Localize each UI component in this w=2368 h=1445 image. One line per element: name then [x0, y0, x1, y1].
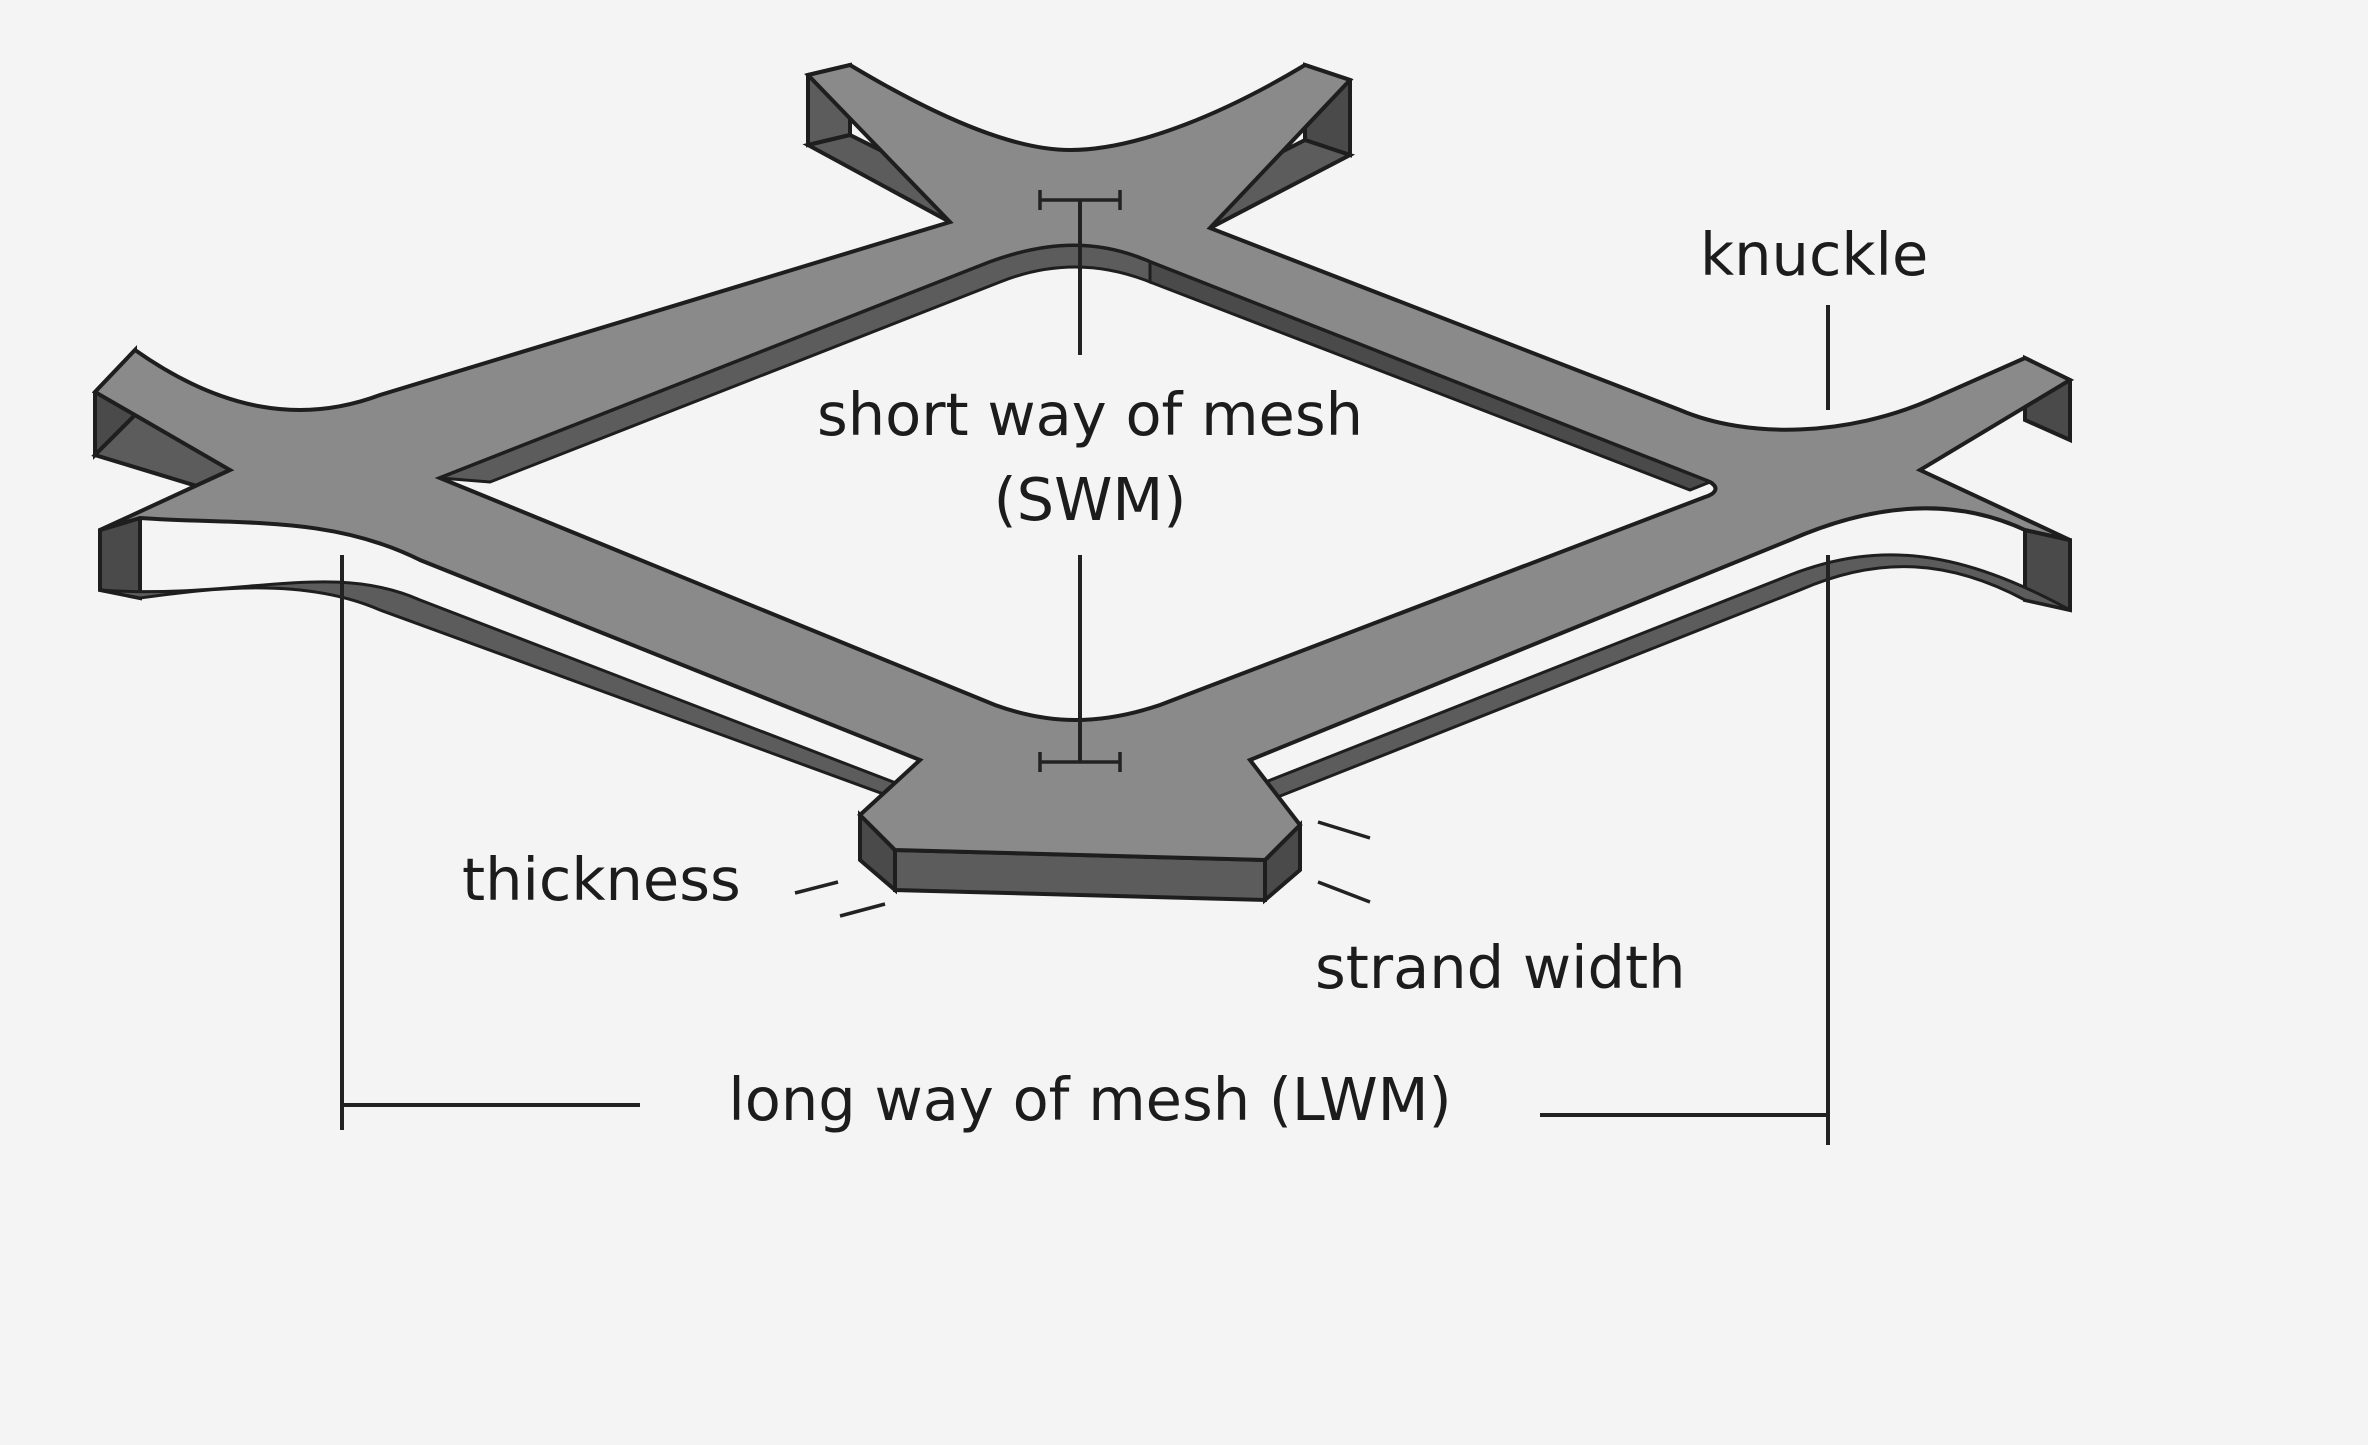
swm-label-line2: (SWM)	[994, 465, 1187, 534]
labels: knuckle short way of mesh (SWM) thicknes…	[462, 220, 1928, 1134]
strand-width-tick-lower	[1317, 880, 1371, 904]
strand-width-label: strand width	[1315, 933, 1686, 1002]
lower-right-strand-side	[1215, 553, 2071, 810]
thickness-tick-upper	[794, 880, 839, 895]
swm-label-line1: short way of mesh	[817, 380, 1363, 449]
knuckle-label: knuckle	[1700, 220, 1928, 289]
dimension-lines	[340, 190, 1830, 1145]
hole-upper-right-wall	[1148, 259, 1715, 492]
lower-left-strand-side	[99, 580, 941, 802]
mesh-top-surface	[91, 62, 2075, 863]
thickness-label: thickness	[462, 845, 741, 914]
expanded-metal-strand-shape	[91, 62, 2075, 905]
thickness-tick-lower	[839, 902, 886, 918]
lwm-label: long way of mesh (LWM)	[728, 1065, 1451, 1134]
strand-width-tick-upper	[1317, 820, 1371, 840]
